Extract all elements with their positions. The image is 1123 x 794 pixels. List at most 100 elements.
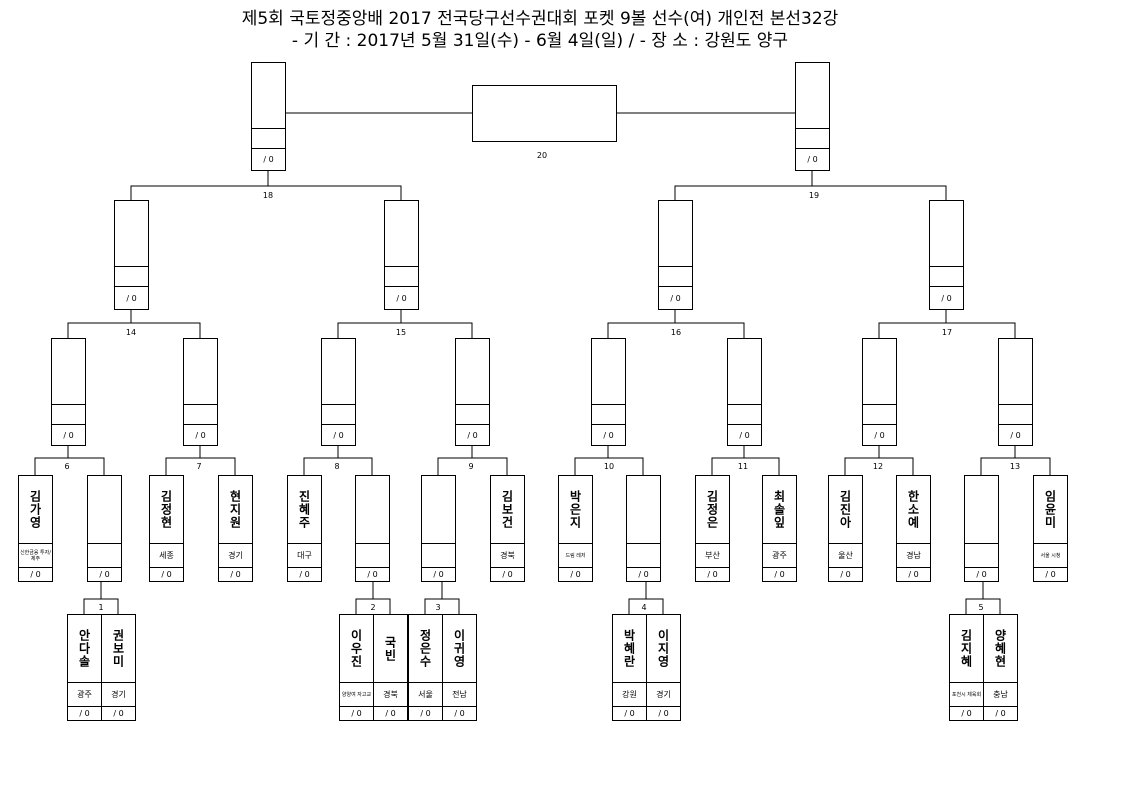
score-cell: / 0 [150, 567, 183, 581]
match-number-13: 13 [1009, 462, 1021, 471]
player-region [627, 543, 660, 568]
player-name-cell: 김정현 [150, 476, 183, 543]
player-name-cell [52, 339, 85, 404]
score-cell: / 0 [1034, 567, 1067, 581]
player-region [52, 404, 85, 425]
player-name: 이우진 [349, 629, 363, 668]
player-name: 이지영 [656, 629, 670, 668]
score-cell: / 0 [647, 706, 680, 720]
empty-slot: / 0 [183, 338, 218, 446]
player-name-cell: 박은지 [559, 476, 592, 543]
player-region: 경북 [491, 543, 524, 568]
score-cell: / 0 [930, 286, 963, 309]
bracket-line-m6 [34, 457, 105, 475]
player-name-cell [863, 339, 896, 404]
score-cell: / 0 [696, 567, 729, 581]
player-region: 양양여 자고교 [340, 682, 373, 707]
player-name-cell [796, 63, 829, 128]
player-region [322, 404, 355, 425]
match-number-16: 16 [670, 328, 682, 337]
player-name-cell: 이지영 [647, 615, 680, 682]
player-region: 서울 시청 [1034, 543, 1067, 568]
player-name-cell: 김가영 [19, 476, 52, 543]
player-name-cell: 국빈 [374, 615, 407, 682]
bracket-line-m10 [574, 457, 644, 475]
player-region: 드림 레저 [559, 543, 592, 568]
match-number-20: 20 [536, 151, 548, 160]
score-cell: / 0 [613, 706, 646, 720]
score-cell: / 0 [340, 706, 373, 720]
player-name-cell [385, 201, 418, 266]
player-name: 현지원 [228, 490, 242, 529]
player-name-cell [659, 201, 692, 266]
player-region [422, 543, 455, 568]
player-region: 경북 [374, 682, 407, 707]
score-cell: / 0 [322, 424, 355, 445]
score-cell: / 0 [984, 706, 1017, 720]
player-name-cell: 현지원 [219, 476, 252, 543]
score-cell: / 0 [288, 567, 321, 581]
score-cell: / 0 [456, 424, 489, 445]
player-name-cell: 진혜주 [288, 476, 321, 543]
player-name: 박혜란 [622, 629, 636, 668]
player-name-cell [627, 476, 660, 543]
match-number-12: 12 [872, 462, 884, 471]
player-region: 부산 [696, 543, 729, 568]
match-number-7: 7 [196, 462, 202, 471]
empty-slot: / 0 [421, 475, 456, 582]
match-number-1: 1 [98, 603, 104, 612]
score-cell: / 0 [409, 706, 442, 720]
empty-slot: / 0 [591, 338, 626, 446]
player-name: 박은지 [568, 490, 582, 529]
player-region [592, 404, 625, 425]
player-name-cell: 한소예 [897, 476, 930, 543]
player-name-cell: 이우진 [340, 615, 373, 682]
score-cell: / 0 [184, 424, 217, 445]
match-number-11: 11 [737, 462, 749, 471]
match-number-9: 9 [468, 462, 474, 471]
player-name: 안다솔 [77, 629, 91, 668]
match-number-5: 5 [978, 603, 984, 612]
score-cell: / 0 [728, 424, 761, 445]
player-name-cell [930, 201, 963, 266]
player-name: 김지혜 [959, 629, 973, 668]
player-region: 신한금융 투자/제주 [19, 543, 52, 568]
player-name-cell: 이귀영 [443, 615, 476, 682]
bracket-line-m11 [711, 457, 780, 475]
player-region [999, 404, 1032, 425]
empty-slot: / 0 [862, 338, 897, 446]
score-cell: / 0 [491, 567, 524, 581]
tournament-period-venue: - 기 간 : 2017년 5월 31일(수) - 6월 4일(일) / - 장… [291, 31, 789, 51]
score-cell: / 0 [829, 567, 862, 581]
player-name-cell: 정은수 [409, 615, 442, 682]
player-name-cell: 김지혜 [950, 615, 983, 682]
match-number-4: 4 [641, 603, 647, 612]
match-number-19: 19 [808, 191, 820, 200]
player-name-cell [422, 476, 455, 543]
match-number-18: 18 [262, 191, 274, 200]
player-name: 김정은 [705, 490, 719, 529]
player-region: 경기 [219, 543, 252, 568]
player-name-cell: 김진아 [829, 476, 862, 543]
empty-slot: / 0 [355, 475, 390, 582]
empty-slot: / 0 [321, 338, 356, 446]
score-cell: / 0 [52, 424, 85, 445]
player-region [728, 404, 761, 425]
player-name-cell [184, 339, 217, 404]
match-number-17: 17 [941, 328, 953, 337]
score-cell: / 0 [592, 424, 625, 445]
player-name: 국빈 [383, 635, 397, 662]
player-name-cell [592, 339, 625, 404]
player-name-cell: 양혜현 [984, 615, 1017, 682]
player-region [88, 543, 121, 568]
final-result-box [472, 85, 617, 142]
